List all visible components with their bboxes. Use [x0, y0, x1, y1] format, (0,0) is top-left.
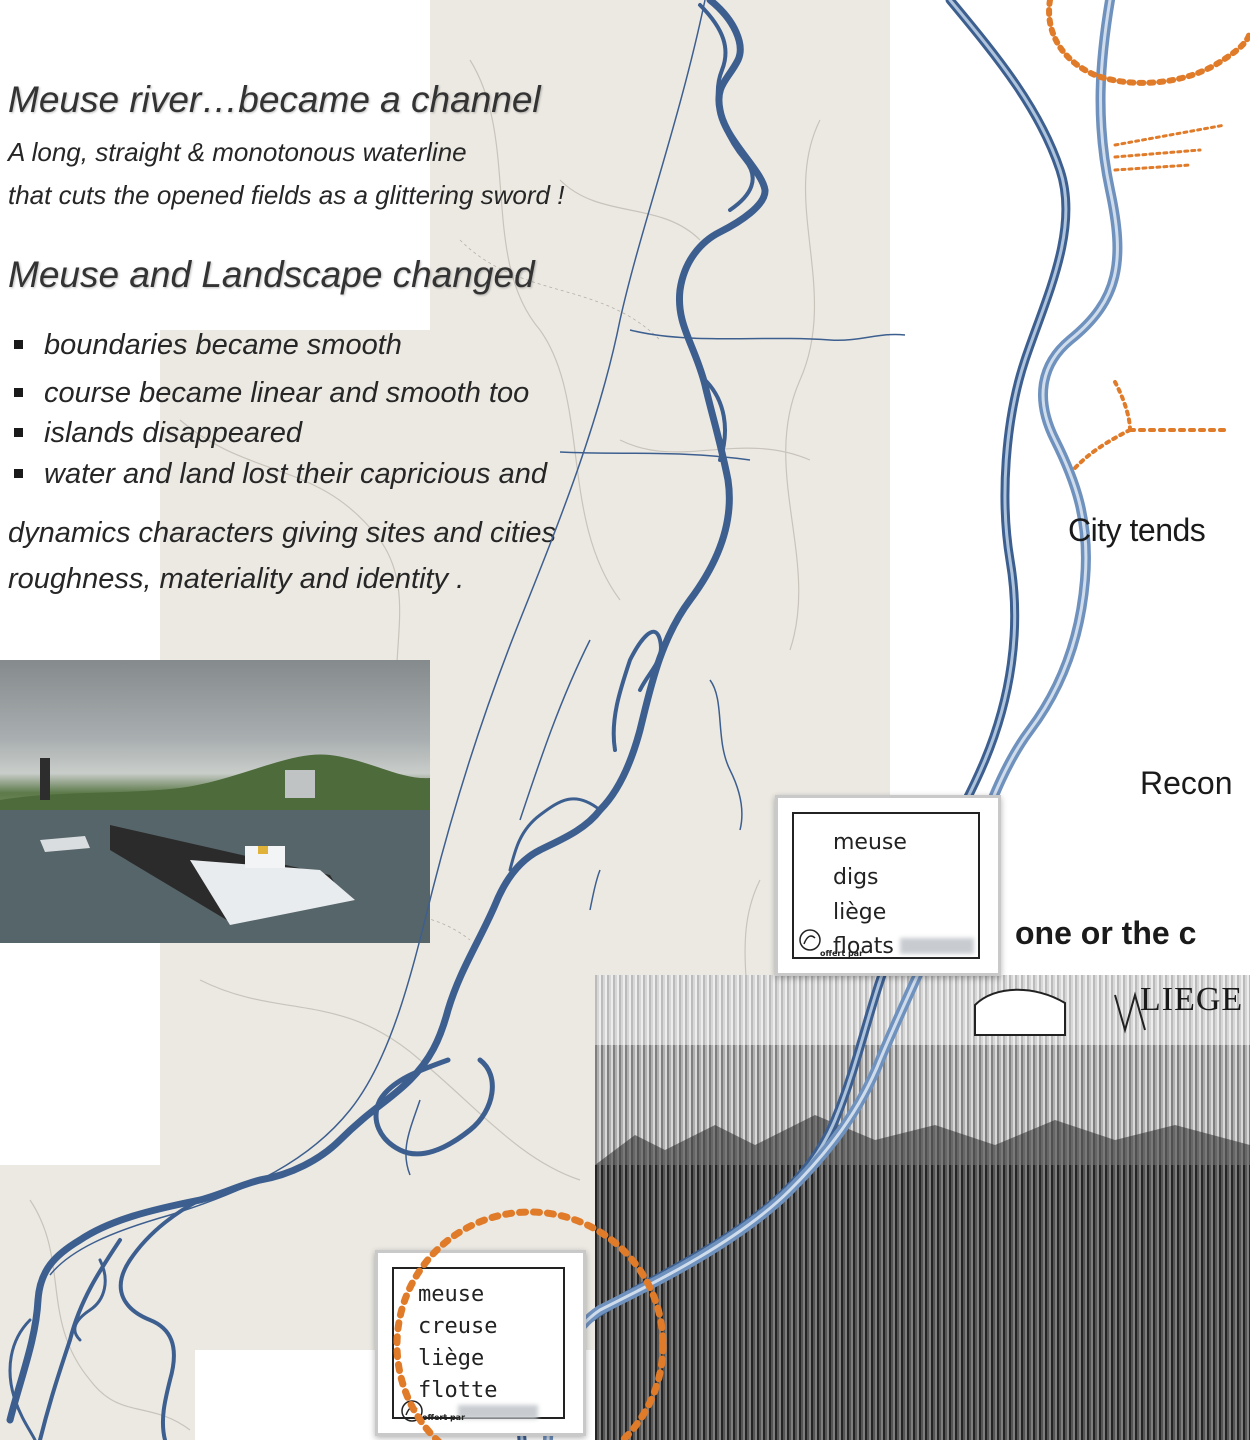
plaque-blurred-sponsor [458, 1405, 538, 1419]
plaque-frame [792, 812, 980, 959]
engraving-caption: LIEGE [1140, 981, 1244, 1018]
liege-engraving: LIEGE [595, 975, 1250, 1440]
plaque-french: meuse creuse liège flotte offert par [375, 1250, 586, 1436]
change-list: boundaries became smooth course became l… [8, 325, 547, 494]
plaque-line-liege: liège [833, 900, 887, 925]
plaque-line-digs: digs [833, 865, 879, 890]
list-item: islands disappeared [8, 413, 547, 454]
plaque-footer: offert par [820, 949, 864, 958]
plaque-blurred-sponsor [900, 938, 974, 954]
barge-photo [0, 660, 430, 943]
heading-landscape-changed: Meuse and Landscape changed [8, 254, 535, 295]
recon-text: Recon [1140, 765, 1233, 801]
plaque-line-flotte: flotte [418, 1378, 498, 1403]
sponsor-logo-icon [799, 929, 821, 951]
plaque-line-floats: floats [833, 934, 894, 959]
list-continuation-2: roughness, materiality and identity . [8, 563, 465, 595]
subtitle-line-1: A long, straight & monotonous waterline [8, 137, 467, 167]
barge-illustration [0, 754, 430, 943]
plaque-line-meuse: meuse [418, 1282, 485, 1307]
list-item: boundaries became smooth [8, 325, 547, 366]
plaque-line-liege: liège [418, 1346, 485, 1371]
plaque-footer: offert par [422, 1413, 466, 1422]
list-continuation-1: dynamics characters giving sites and cit… [8, 517, 557, 549]
list-item: course became linear and smooth too [8, 373, 547, 414]
list-item: water and land lost their capricious and [8, 454, 547, 495]
plaque-english: meuse digs liège floats offert par [775, 795, 1001, 976]
city-tends-text: City tends [1068, 512, 1206, 548]
one-or-the-text: one or the c [1015, 915, 1197, 951]
subtitle-line-2: that cuts the opened fields as a glitter… [8, 180, 565, 210]
plaque-line-meuse: meuse [833, 830, 907, 855]
heading-meuse-channel: Meuse river…became a channel [8, 79, 541, 120]
plaque-line-creuse: creuse [418, 1314, 498, 1339]
engraving-overlay [595, 975, 1250, 1440]
